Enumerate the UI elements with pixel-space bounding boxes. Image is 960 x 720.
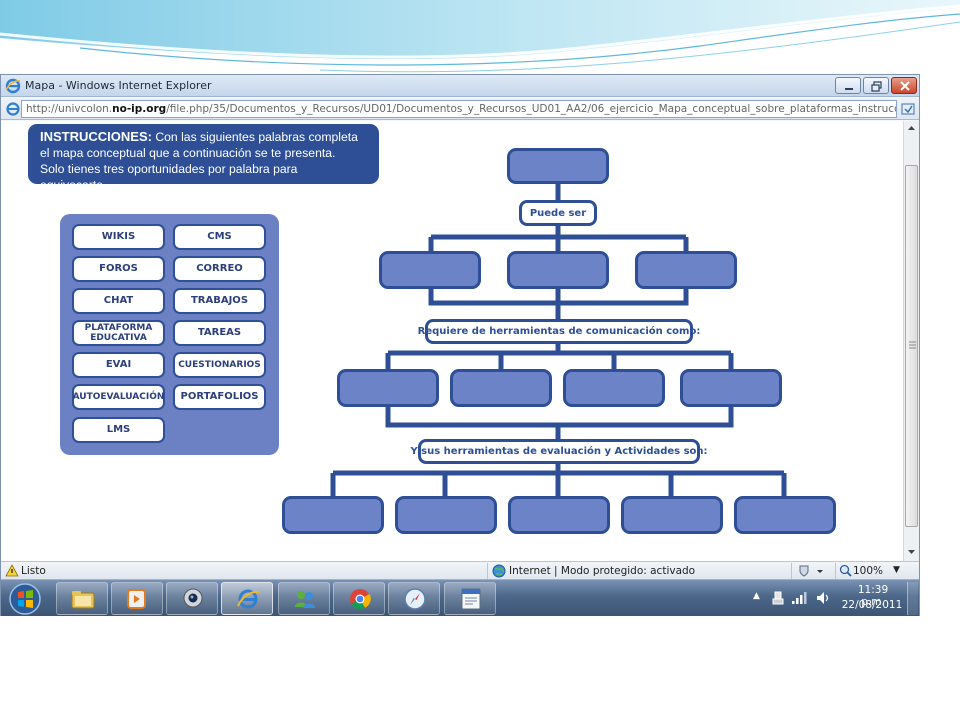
scroll-thumb[interactable]	[905, 165, 918, 527]
word-correo[interactable]: CORREO	[173, 256, 266, 282]
compatibility-view-icon[interactable]	[900, 101, 916, 117]
taskbar-internet-explorer-button[interactable]	[221, 582, 273, 615]
messenger-icon	[295, 591, 315, 608]
word-plataforma-educativa[interactable]: PLATAFORMA EDUCATIVA	[72, 320, 165, 346]
instructions-line2: el mapa conceptual que a continuación se…	[40, 146, 336, 160]
word-cms[interactable]: CMS	[173, 224, 266, 250]
concept-map-connectors	[330, 183, 787, 497]
compass-icon	[404, 588, 426, 610]
ie-logo-icon	[5, 78, 21, 94]
taskbar-safari-button[interactable]	[388, 582, 440, 615]
show-desktop-button[interactable]	[907, 582, 918, 615]
speaker-volume-icon[interactable]	[815, 591, 829, 605]
globe-icon	[492, 564, 506, 578]
clock-date[interactable]: 22/08/2011	[841, 599, 903, 611]
grip-icon	[909, 341, 916, 349]
address-domain: no-ip.org	[112, 103, 167, 115]
instructions-box: INSTRUCCIONES: Con las siguientes palabr…	[28, 124, 379, 192]
address-field[interactable]: http://univcolon.no-ip.org/file.php/35/D…	[21, 100, 897, 118]
taskbar-webcam-button[interactable]	[166, 582, 218, 615]
document-editor-icon	[461, 588, 481, 610]
word-cuestionarios[interactable]: CUESTIONARIOS	[173, 352, 266, 378]
map-slot-platform-2[interactable]	[507, 251, 609, 289]
taskbar-messenger-button[interactable]	[278, 582, 330, 615]
slide-swoosh-decoration	[0, 0, 960, 73]
protected-mode-shield-icon[interactable]	[797, 564, 825, 578]
address-path: /file.php/35/Documentos_y_Recursos/UD01/…	[166, 103, 897, 115]
media-player-icon	[127, 589, 146, 609]
word-autoevaluacion[interactable]: AUTOEVALUACIÓN	[72, 384, 165, 410]
word-trabajos[interactable]: TRABAJOS	[173, 288, 266, 314]
maximize-button[interactable]	[863, 77, 889, 94]
ie-window: Mapa - Windows Internet Explorer http://…	[0, 74, 920, 616]
title-bar[interactable]: Mapa - Windows Internet Explorer	[1, 75, 919, 97]
caption-herramientas-evaluacion: Y sus herramientas de evaluación y Activ…	[410, 439, 708, 464]
map-slot-communication-1[interactable]	[337, 369, 439, 407]
page-content: INSTRUCCIONES: Con las siguientes palabr…	[1, 121, 903, 561]
word-evai[interactable]: EVAI	[72, 352, 165, 378]
word-chat[interactable]: CHAT	[72, 288, 165, 314]
security-zone-text[interactable]: Internet | Modo protegido: activado	[509, 565, 696, 577]
close-icon	[900, 81, 910, 91]
status-text: Listo	[21, 565, 46, 577]
word-lms[interactable]: LMS	[72, 417, 165, 443]
map-slot-evaluation-5[interactable]	[734, 496, 836, 534]
taskbar-media-button[interactable]	[111, 582, 163, 615]
map-slot-platform-1[interactable]	[379, 251, 481, 289]
show-hidden-icons-icon[interactable]: ▲	[753, 591, 760, 601]
address-bar: http://univcolon.no-ip.org/file.php/35/D…	[1, 98, 919, 120]
warning-icon	[5, 564, 19, 577]
taskbar: ▲ 11:39 p.m. 22/08/2011	[1, 579, 919, 616]
map-slot-evaluation-1[interactable]	[282, 496, 384, 534]
status-divider	[791, 563, 792, 579]
word-tareas[interactable]: TAREAS	[173, 320, 266, 346]
close-button[interactable]	[891, 77, 917, 94]
window-title: Mapa - Windows Internet Explorer	[25, 79, 212, 92]
zoom-dropdown-arrow-icon[interactable]: ▼	[893, 565, 900, 575]
start-button[interactable]	[6, 581, 44, 617]
chrome-icon	[350, 589, 371, 610]
map-slot-evaluation-4[interactable]	[621, 496, 723, 534]
taskbar-explorer-button[interactable]	[56, 582, 108, 615]
clock-time[interactable]: 11:39 p.m.	[857, 584, 889, 608]
restore-icon	[871, 81, 882, 92]
minimize-button[interactable]	[835, 77, 861, 94]
scroll-up-arrow-icon[interactable]	[904, 121, 919, 135]
address-prefix: http://univcolon.	[26, 103, 113, 115]
map-root-slot[interactable]	[507, 148, 609, 184]
ie-logo-icon	[237, 589, 260, 609]
zoom-level[interactable]: 100%	[853, 565, 884, 577]
page-ie-icon	[6, 102, 20, 116]
instructions-heading: INSTRUCCIONES:	[40, 129, 152, 144]
caption-herramientas-comunicacion: Requiere de herramientas de comunicación…	[418, 319, 700, 344]
instructions-line3: Solo tienes tres oportunidades por palab…	[40, 162, 298, 192]
status-divider	[835, 563, 836, 579]
vertical-scrollbar[interactable]	[903, 121, 919, 561]
zoom-magnifier-icon[interactable]	[839, 564, 852, 577]
map-slot-communication-4[interactable]	[680, 369, 782, 407]
minimize-icon	[845, 88, 853, 90]
webcam-icon	[183, 588, 203, 608]
word-wikis[interactable]: WIKIS	[72, 224, 165, 250]
folder-icon	[71, 591, 95, 609]
system-tray: ▲ 11:39 p.m. 22/08/2011	[749, 580, 919, 617]
map-slot-communication-2[interactable]	[450, 369, 552, 407]
word-foros[interactable]: FOROS	[72, 256, 165, 282]
usb-device-icon[interactable]	[771, 591, 785, 605]
status-divider	[487, 563, 488, 579]
taskbar-word-button[interactable]	[444, 582, 496, 615]
network-signal-icon[interactable]	[791, 591, 807, 605]
map-slot-communication-3[interactable]	[563, 369, 665, 407]
taskbar-chrome-button[interactable]	[333, 582, 385, 615]
scroll-down-arrow-icon[interactable]	[904, 545, 919, 559]
instructions-line1: Con las siguientes palabras completa	[155, 130, 358, 144]
status-bar: Listo Internet | Modo protegido: activad…	[1, 561, 919, 579]
caption-puede-ser: Puede ser	[519, 200, 597, 226]
map-slot-evaluation-3[interactable]	[508, 496, 610, 534]
map-slot-evaluation-2[interactable]	[395, 496, 497, 534]
word-portafolios[interactable]: PORTAFOLIOS	[173, 384, 266, 410]
word-bank: WIKIS CMS FOROS CORREO CHAT TRABAJOS PLA…	[60, 214, 279, 455]
map-slot-platform-3[interactable]	[635, 251, 737, 289]
